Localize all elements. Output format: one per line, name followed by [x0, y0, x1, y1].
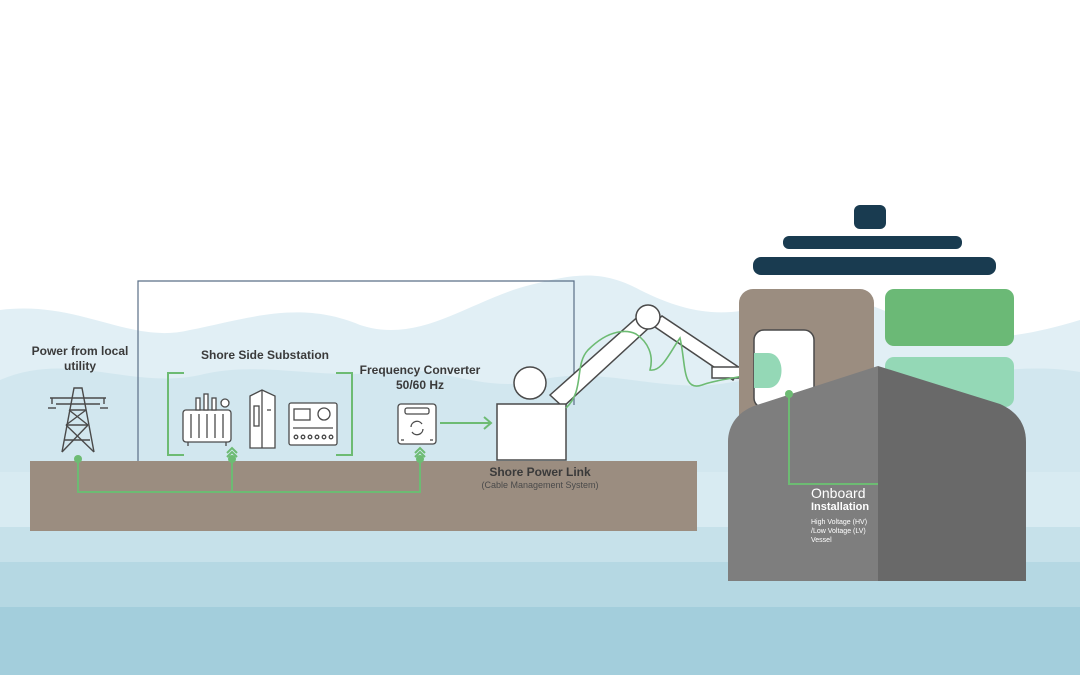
onboard-node	[785, 390, 793, 398]
onboard-detail-1: High Voltage (HV)	[811, 519, 868, 526]
substation-node	[228, 455, 236, 463]
frequency-converter-icon	[397, 403, 437, 445]
shore-power-link-sublabel: (Cable Management System)	[481, 480, 599, 490]
crane-arm	[548, 304, 742, 409]
underground-cable	[77, 459, 421, 493]
container-green	[885, 289, 1014, 346]
switchgear-cabinet-icon	[249, 389, 276, 449]
transmission-tower-icon	[48, 387, 108, 453]
converter-node	[416, 455, 424, 463]
tower-node	[74, 455, 82, 463]
utility-label-line2: utility	[64, 359, 96, 373]
onboard-detail-2: /Low Voltage (LV)	[811, 528, 866, 535]
flow-arrow	[440, 416, 493, 430]
ship-bar-2	[753, 257, 996, 275]
onboard-title: Onboard	[811, 485, 866, 501]
ship-funnel-top	[854, 205, 886, 229]
converter-label: Frequency Converter 50/60 Hz	[350, 363, 490, 393]
ship-hull-right	[878, 366, 1026, 581]
sea-band-4	[0, 607, 1080, 675]
substation-label: Shore Side Substation	[200, 348, 329, 362]
onboard-detail-3: Vessel	[811, 537, 832, 544]
transformer-icon	[182, 393, 232, 446]
utility-label: Power from local utility	[20, 344, 140, 374]
shore-power-link-label: Shore Power Link	[489, 465, 591, 479]
utility-label-line1: Power from local	[31, 344, 129, 358]
shore-power-link-base	[496, 366, 567, 461]
converter-label-line1: Frequency Converter	[359, 363, 481, 377]
converter-label-line2: 50/60 Hz	[395, 378, 445, 392]
ship-socket-icon	[754, 353, 782, 388]
ship-hull-left	[728, 366, 878, 581]
frame-line	[137, 280, 575, 461]
onboard-cable	[788, 394, 878, 485]
up-arrows	[226, 446, 426, 458]
ship-bar-1	[783, 236, 962, 249]
onboard-subtitle: Installation	[811, 501, 870, 513]
control-panel-icon	[288, 402, 338, 446]
shore-ground	[30, 461, 697, 531]
substation-bracket	[167, 372, 353, 456]
power-cable	[565, 330, 743, 409]
